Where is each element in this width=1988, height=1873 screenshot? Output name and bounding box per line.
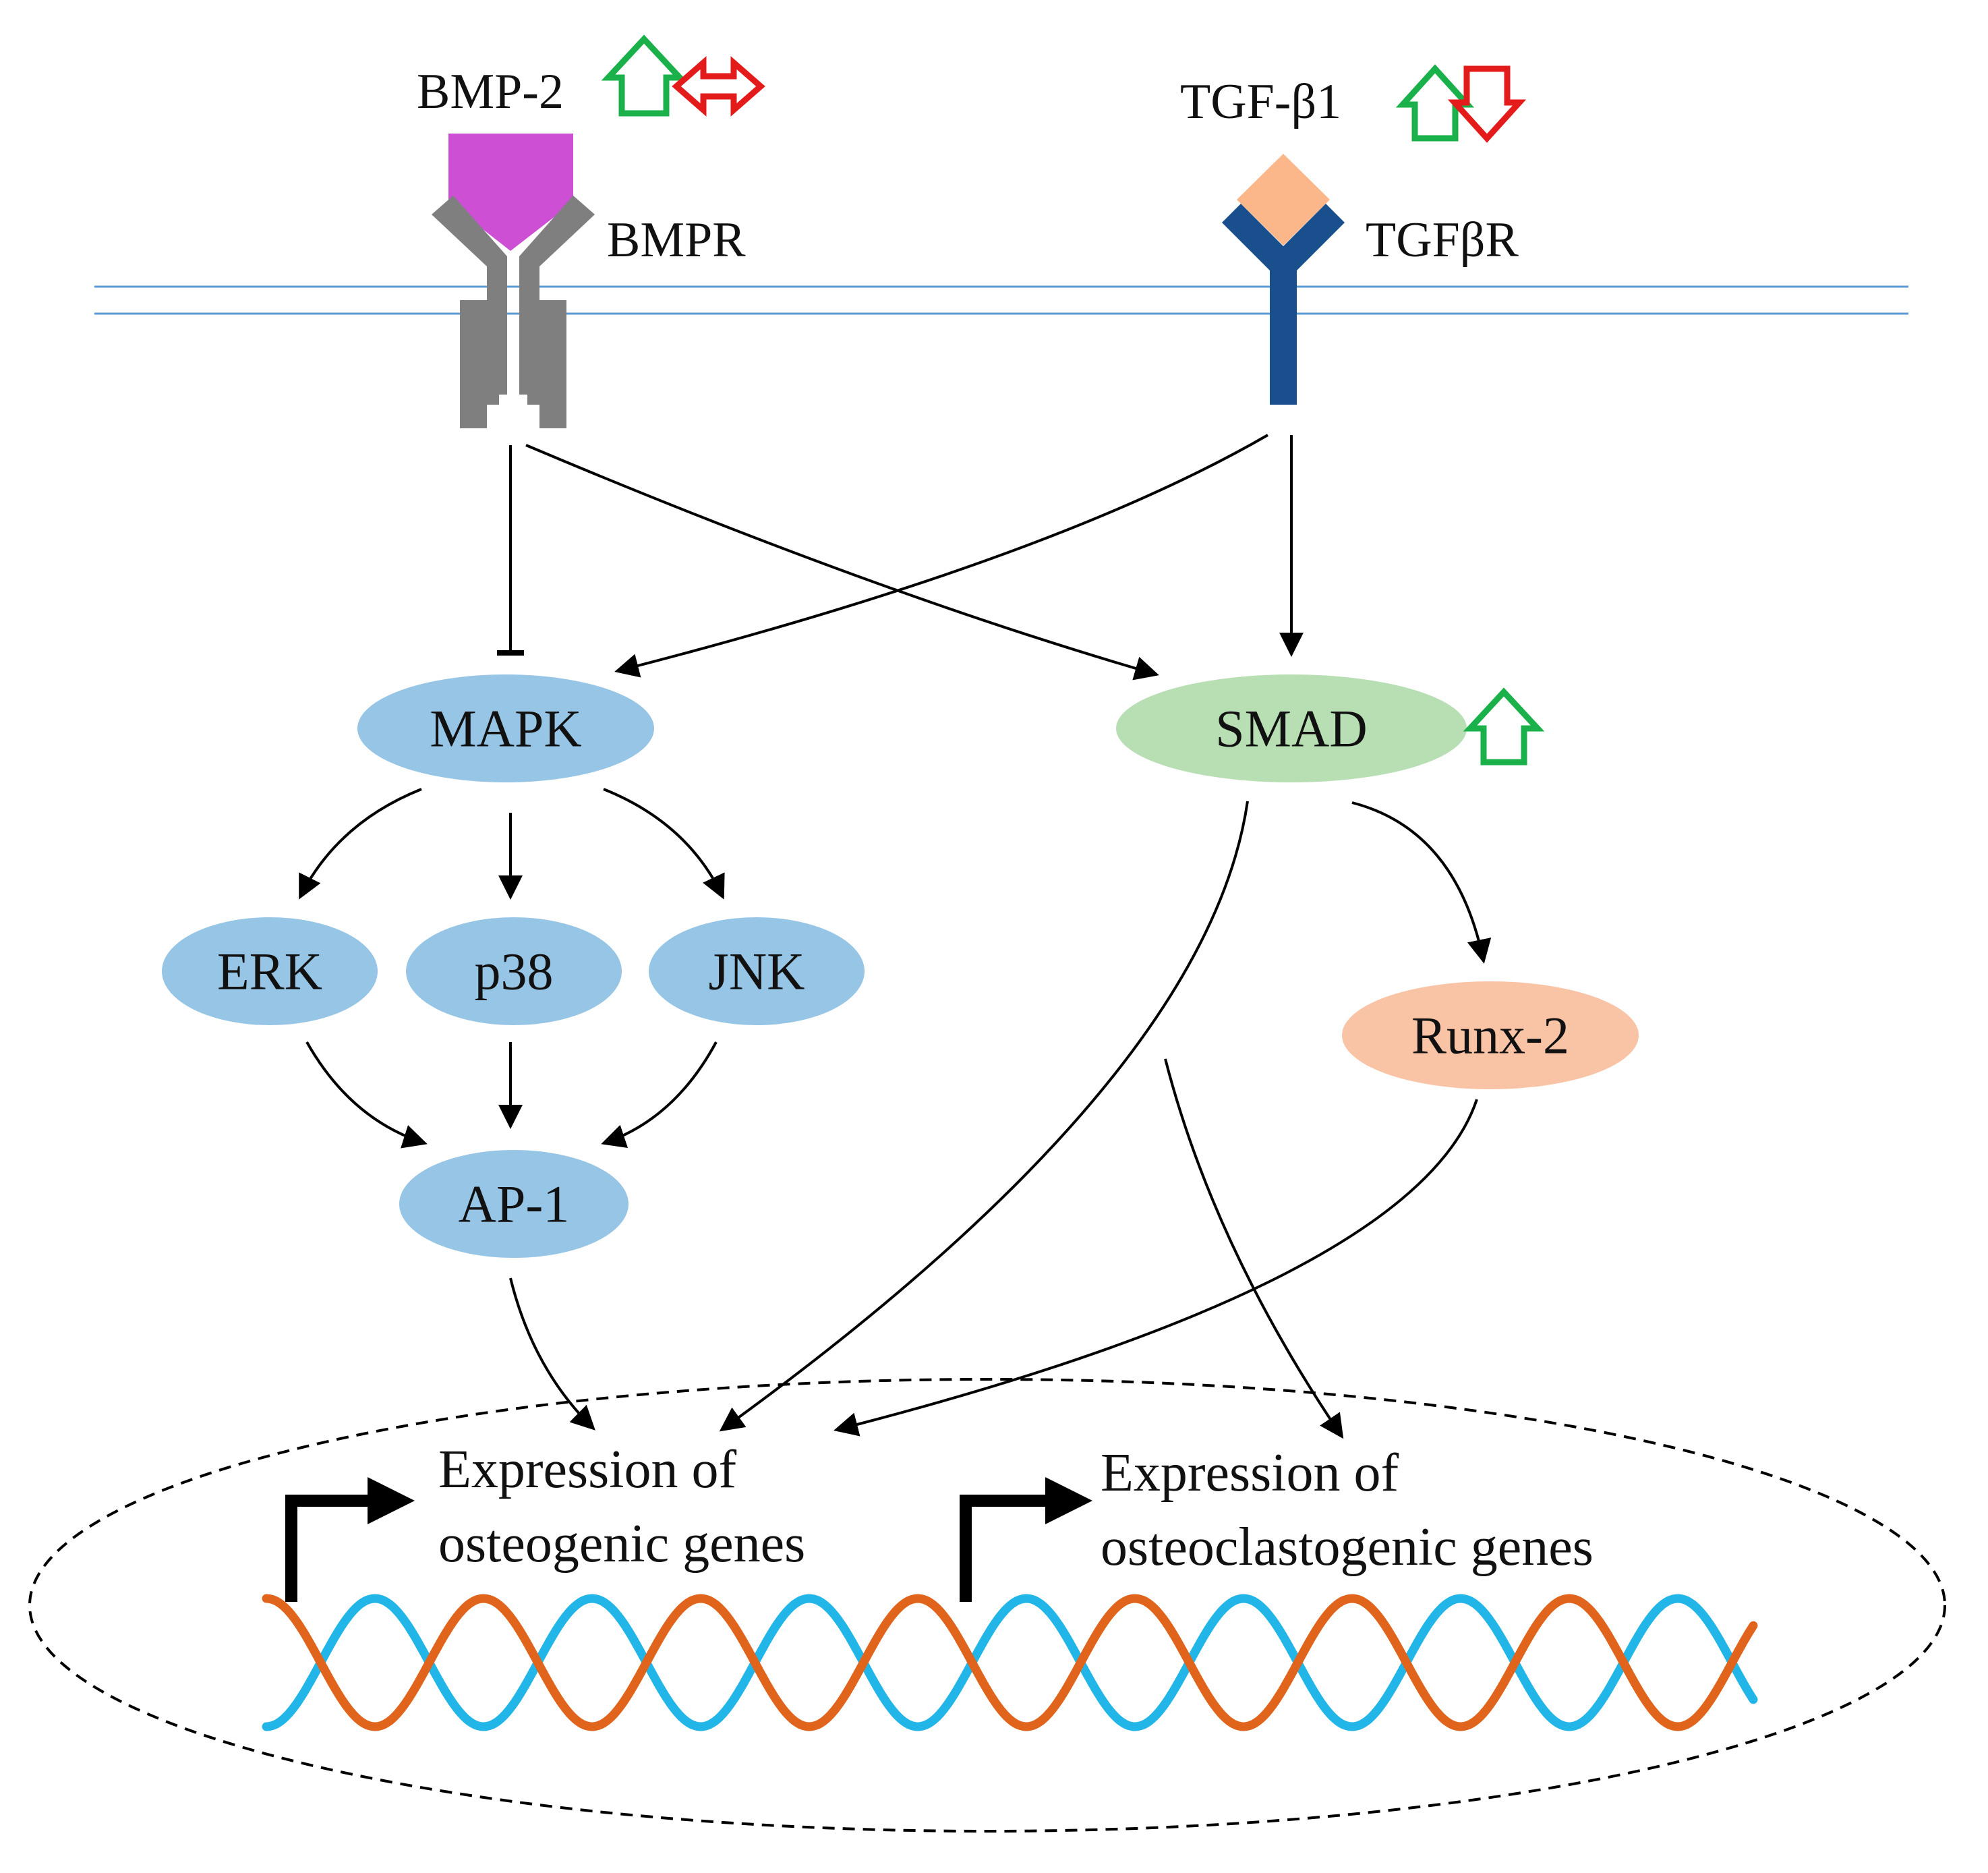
edge-smad-to-runx2 [1351,801,1492,964]
edge-mapk-to-erk [299,788,422,900]
osteoclastogenic-label-line2: osteoclastogenic genes [1101,1518,1594,1577]
tgf-b1-down-arrow-icon [1447,65,1527,143]
osteoclastogenic-transcription-arrow-icon [960,1477,1092,1602]
osteoclastogenic-label-line1: Expression of [1101,1443,1399,1503]
nucleus [28,1378,1946,1833]
bmpr-receptor [432,196,595,428]
tgf-b1-ligand [1237,154,1330,246]
node-ap1-label: AP-1 [459,1175,570,1234]
tgfbr-label: TGFβR [1366,212,1519,268]
dna-helix [262,1594,1758,1731]
bmp2-ligand [448,134,573,251]
osteogenic-label-line2: osteogenic genes [438,1514,805,1574]
edge-smad-to-osteoclastogenic [1164,1058,1344,1439]
edge-erk-to-ap1 [305,1041,428,1149]
edge-ap1-to-osteogenic [509,1277,595,1431]
node-runx2-label: Runx-2 [1411,1006,1569,1065]
node-mapk: MAPK [357,674,654,782]
pathway-edges [299,434,1492,1439]
edge-mapk-to-jnk [603,788,725,900]
edge-bmpr-to-smad [525,444,1159,681]
osteogenic-transcription-arrow-icon [285,1477,415,1602]
dna-strand-blue [262,1594,1758,1731]
node-runx2: Runx-2 [1342,981,1639,1089]
smad-up-arrow-icon [1463,687,1545,766]
node-ap1: AP-1 [399,1150,628,1258]
node-erk: ERK [162,917,378,1025]
edge-runx2-to-osteogenic [834,1099,1478,1437]
tgfbr-receptor [1222,204,1345,405]
bmpr-label: BMPR [607,212,746,268]
tgf-b1-label: TGF-β1 [1180,74,1341,129]
edge-smad-to-osteogenic [719,801,1249,1432]
node-jnk: JNK [649,917,865,1025]
node-p38-label: p38 [475,942,554,1001]
node-smad-label: SMAD [1215,699,1367,758]
bmp2-double-horizontal-arrow-icon [672,56,765,117]
osteogenic-label-line1: Expression of [438,1440,737,1499]
cell-membrane [94,285,1908,315]
node-mapk-label: MAPK [430,699,581,758]
node-p38: p38 [406,917,622,1025]
node-erk-label: ERK [217,942,322,1001]
dna-strand-orange [262,1594,1758,1731]
node-jnk-label: JNK [708,942,805,1001]
bmp2-label: BMP-2 [417,64,564,119]
edge-tgfbr-to-mapk [614,434,1269,678]
tgf-b1-up-arrow-icon [1395,64,1475,142]
edge-jnk-to-ap1 [601,1041,718,1148]
node-smad: SMAD [1116,674,1467,782]
bmp2-up-arrow-icon [601,34,687,117]
